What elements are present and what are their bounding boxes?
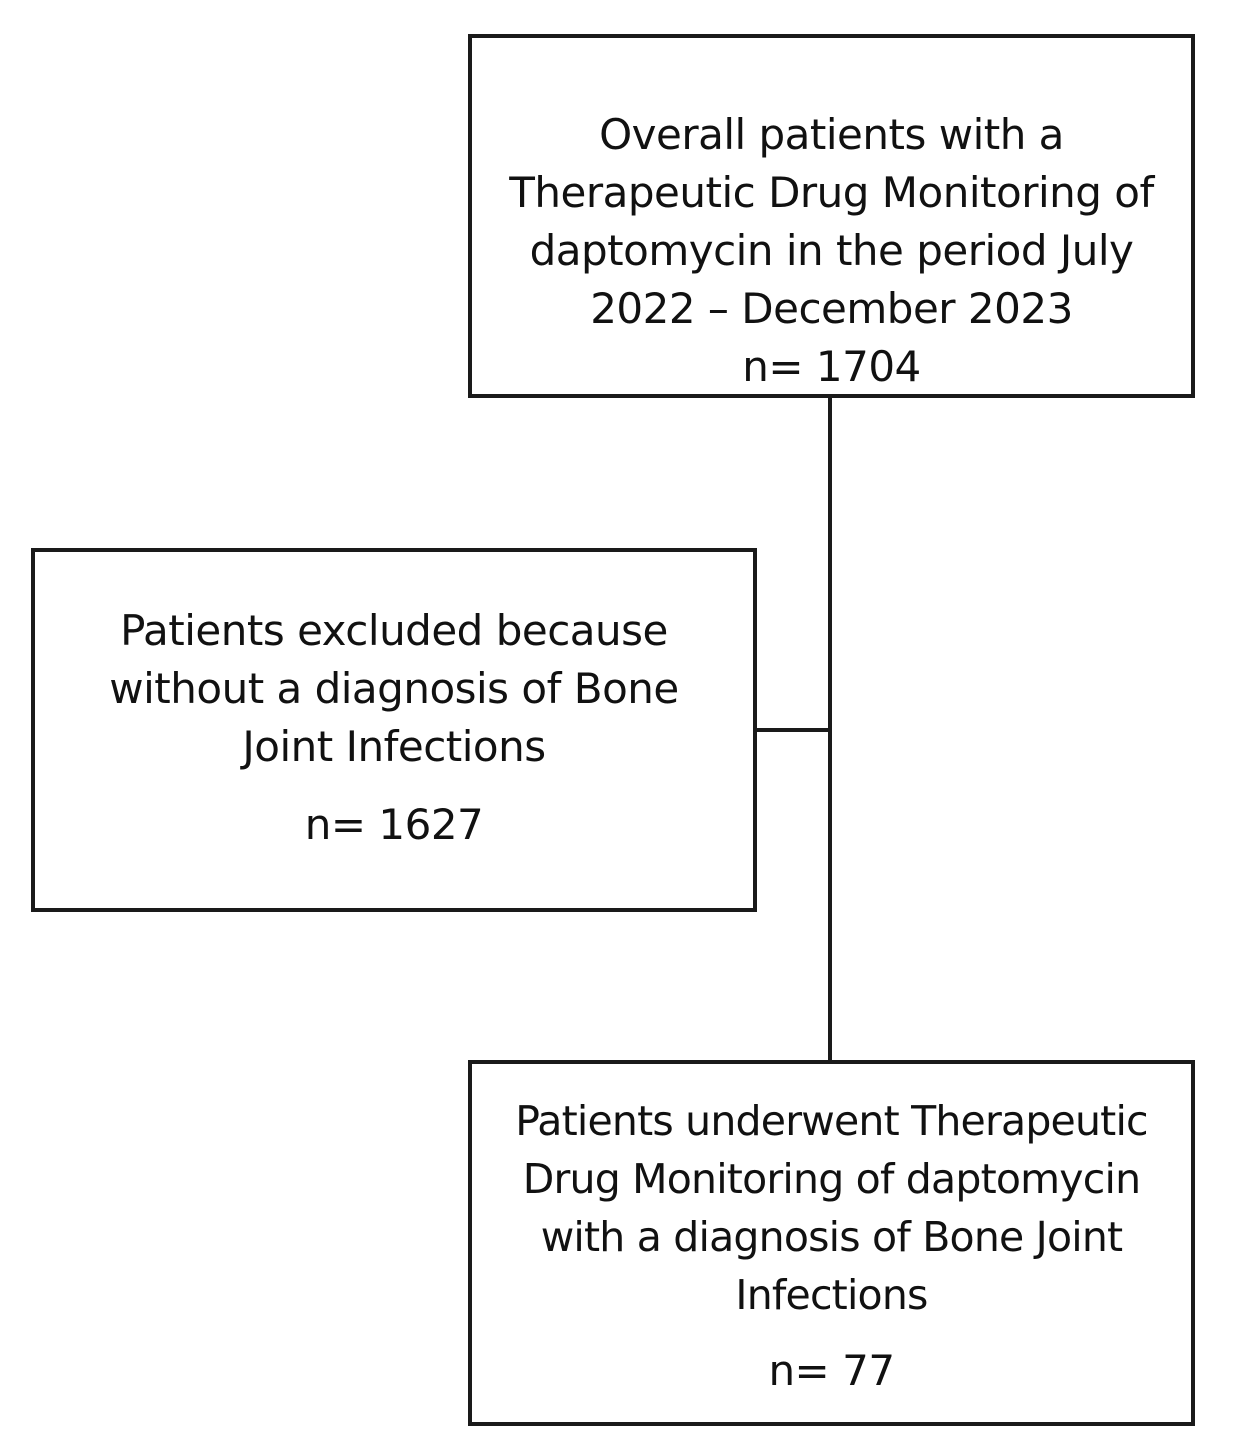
- overall-patients-description: Overall patients with a Therapeutic Drug…: [509, 106, 1154, 338]
- included-patients-line: Drug Monitoring of daptomycin: [522, 1155, 1141, 1203]
- overall-patients-line: daptomycin in the period July: [529, 226, 1134, 275]
- excluded-patients-count: n= 1627: [304, 800, 484, 849]
- excluded-patients-line: Joint Infections: [242, 722, 546, 771]
- included-patients-box: Patients underwent Therapeutic Drug Moni…: [468, 1060, 1195, 1426]
- included-patients-description: Patients underwent Therapeutic Drug Moni…: [515, 1092, 1148, 1324]
- overall-patients-line: Overall patients with a: [599, 110, 1064, 159]
- overall-patients-count: n= 1704: [742, 342, 921, 391]
- overall-patients-line: Therapeutic Drug Monitoring of: [509, 168, 1154, 217]
- excluded-patients-description: Patients excluded because without a diag…: [109, 602, 679, 776]
- excluded-patients-line: Patients excluded because: [120, 606, 668, 655]
- overall-patients-box: Overall patients with a Therapeutic Drug…: [468, 34, 1195, 398]
- vertical-connector-line: [828, 398, 832, 1060]
- included-patients-line: Infections: [735, 1271, 928, 1319]
- included-patients-line: with a diagnosis of Bone Joint: [540, 1213, 1123, 1261]
- included-patients-count: n= 77: [768, 1346, 895, 1395]
- overall-patients-line: 2022 – December 2023: [590, 284, 1073, 333]
- included-patients-line: Patients underwent Therapeutic: [515, 1097, 1148, 1145]
- excluded-patients-line: without a diagnosis of Bone: [109, 664, 679, 713]
- exclusion-branch-line: [757, 728, 830, 732]
- excluded-patients-box: Patients excluded because without a diag…: [31, 548, 757, 912]
